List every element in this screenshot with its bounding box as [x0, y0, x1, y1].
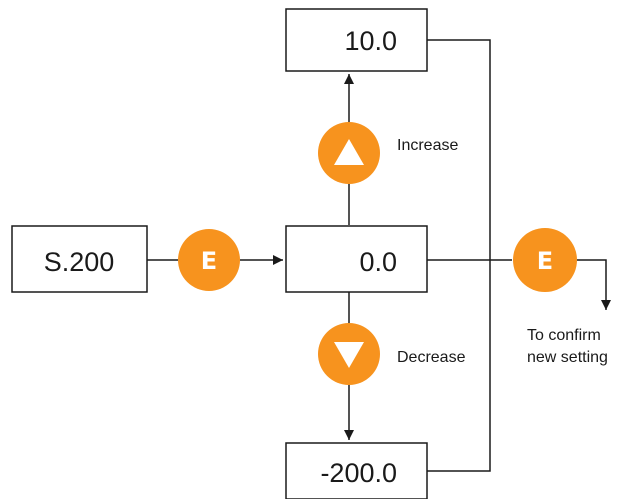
bottom-value-text: -200.0 [320, 458, 397, 488]
confirm-label-line1: To confirm [527, 327, 601, 344]
top-value-text: 10.0 [344, 26, 397, 56]
center-value-text: 0.0 [359, 247, 397, 277]
decrease-button[interactable] [318, 323, 380, 385]
center-value-box: 0.0 [285, 225, 428, 293]
enter-button-left[interactable]: E [178, 229, 240, 291]
left-value-text: S.200 [44, 247, 115, 277]
increase-label: Increase [397, 137, 458, 154]
enter-letter-right: E [537, 247, 553, 275]
bus-line [427, 39, 491, 472]
confirm-label-line2: new setting [527, 349, 608, 366]
top-value-box: 10.0 [285, 8, 428, 72]
left-value-box: S.200 [11, 225, 148, 293]
bottom-value-box: -200.0 [285, 442, 428, 499]
increase-button[interactable] [318, 122, 380, 184]
triangle-down-icon [334, 342, 364, 368]
enter-letter-left: E [201, 247, 217, 275]
enter-to-confirm-arrow [577, 259, 611, 310]
connector-lines [147, 39, 611, 472]
decrease-label: Decrease [397, 349, 466, 366]
triangle-up-icon [334, 139, 364, 165]
enter-button-right[interactable]: E [513, 228, 577, 292]
